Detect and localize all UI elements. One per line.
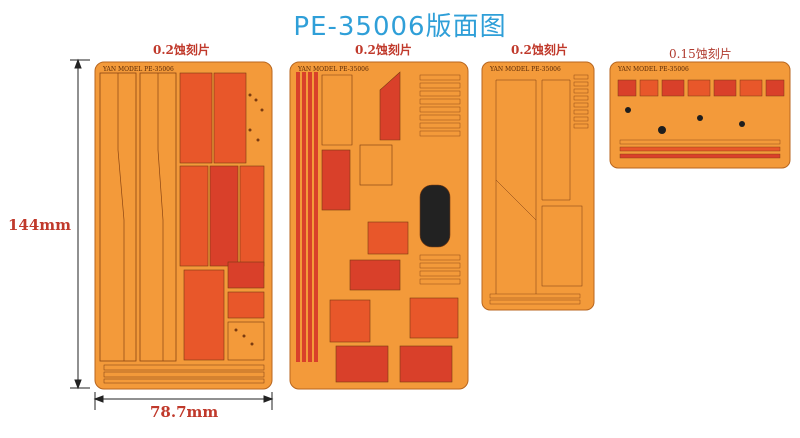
sheet-4-label: 0.15蚀刻片: [669, 47, 732, 61]
fret-sheet-3: [481, 61, 595, 311]
fret-sheet-4: [609, 61, 791, 169]
sheet-1-stamp: YAN MODEL PE-35006: [102, 66, 174, 73]
sheet-3-label: 0.2蚀刻片: [511, 43, 568, 57]
height-dimension-line: [70, 58, 90, 390]
sheet-4-stamp: YAN MODEL PE-35006: [617, 66, 689, 73]
sheet-3-stamp: YAN MODEL PE-35006: [489, 66, 561, 73]
width-dimension-line: [93, 392, 274, 410]
fret-sheet-2: [289, 61, 469, 390]
page-title: PE-35006版面图: [293, 12, 507, 42]
sheet-2-stamp: YAN MODEL PE-35006: [297, 66, 369, 73]
fret-sheet-1: [94, 61, 273, 390]
height-dimension-label: 144mm: [8, 216, 72, 234]
width-dimension-label: 78.7mm: [150, 403, 219, 421]
sheet-2-label: 0.2蚀刻片: [355, 43, 412, 57]
sheet-1-label: 0.2蚀刻片: [153, 43, 210, 57]
